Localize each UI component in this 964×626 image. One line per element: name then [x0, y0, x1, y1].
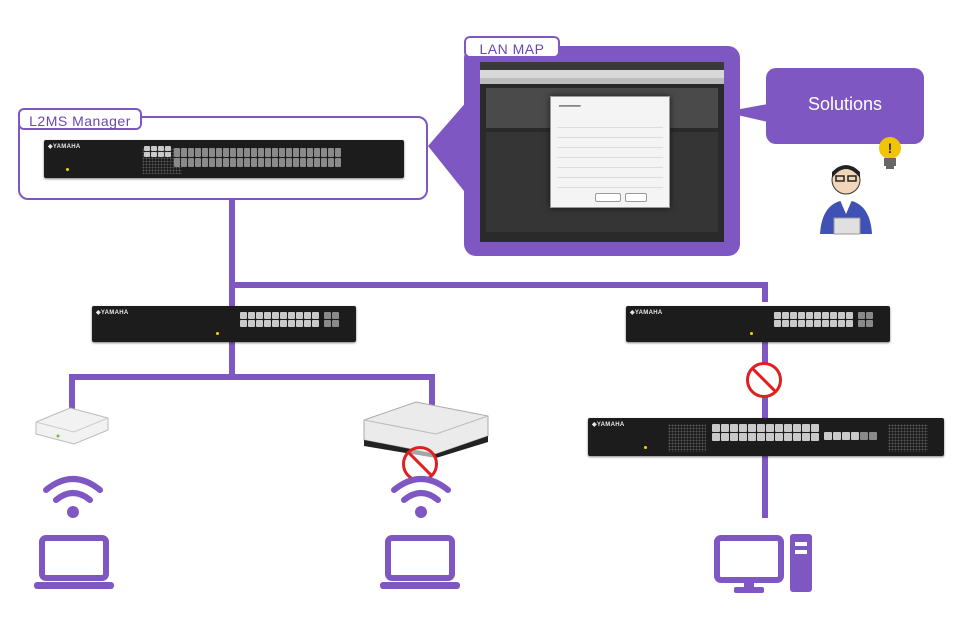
- vent-grille-right: [888, 424, 928, 452]
- access-switch-left: ◆YAMAHA: [92, 306, 356, 342]
- troubleshooting-dialog: ━━━━━━: [550, 96, 670, 208]
- sfp-ports: [858, 312, 873, 327]
- yamaha-logo-icon: ◆YAMAHA: [592, 422, 625, 428]
- ap2-drop-line: [429, 374, 435, 414]
- lan-map-tag: LAN MAP: [464, 36, 560, 58]
- prohibited-icon: [746, 362, 782, 398]
- person-icon: [820, 165, 872, 235]
- left-switch-down-line: [229, 338, 235, 380]
- yamaha-logo-icon: ◆YAMAHA: [630, 310, 663, 316]
- distribution-line: [229, 282, 768, 288]
- rj45-ports: [144, 146, 171, 157]
- sfp-ports: [324, 312, 339, 327]
- access-switch-right: ◆YAMAHA: [626, 306, 890, 342]
- desktop-pc-icon: [714, 534, 812, 593]
- yamaha-logo-icon: ◆YAMAHA: [96, 310, 129, 316]
- lan-map-pointer: [428, 100, 468, 196]
- svg-text:!: !: [888, 140, 893, 156]
- core-switch: ◆YAMAHA: [44, 140, 404, 178]
- uplink-ports: [824, 432, 877, 440]
- wifi-icon: [391, 476, 451, 518]
- rj45-ports: [712, 424, 819, 441]
- access-point-icon: [35, 407, 109, 445]
- wifi-icon: [43, 476, 103, 518]
- pc-drop-line: [762, 456, 768, 518]
- lightbulb-icon: !: [879, 137, 901, 169]
- ap-branch-line: [69, 374, 435, 380]
- ap1-drop-line: [69, 374, 75, 414]
- sfp-ports: [174, 148, 341, 167]
- yamaha-logo-icon: ◆YAMAHA: [48, 144, 81, 150]
- vent-grille: [668, 424, 706, 452]
- right-drop-line: [762, 282, 768, 302]
- lan-map-screenshot: ━━━━━━: [480, 62, 724, 242]
- trunk-line: [229, 200, 235, 288]
- edge-switch-large: ◆YAMAHA: [588, 418, 944, 456]
- rj45-ports: [774, 312, 853, 327]
- rj45-ports: [240, 312, 319, 327]
- solutions-label: Solutions: [807, 94, 883, 114]
- laptop-icon: [34, 535, 114, 589]
- l2ms-manager-tag: L2MS Manager: [18, 108, 142, 130]
- laptop-icon: [380, 535, 460, 589]
- callout-pointer: [724, 104, 768, 122]
- left-drop-line: [229, 282, 235, 314]
- solutions-callout: Solutions: [766, 68, 924, 144]
